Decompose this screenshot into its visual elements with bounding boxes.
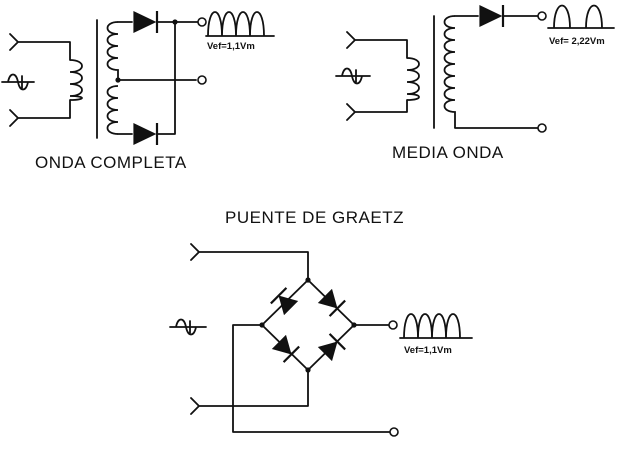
full-wave-formula: Vef=1,1Vm bbox=[207, 41, 255, 52]
input-arrow-top bbox=[190, 243, 309, 281]
input-arrow-top bbox=[9, 33, 71, 61]
input-arrow-top bbox=[346, 31, 408, 59]
bridge-diode-upper-right bbox=[317, 288, 346, 317]
bridge-waveform bbox=[399, 313, 473, 339]
bridge-diode-lower-right bbox=[317, 333, 346, 362]
secondary-coil bbox=[443, 15, 456, 128]
half-wave-title: MEDIA ONDA bbox=[392, 143, 504, 162]
diode bbox=[479, 5, 503, 27]
bridge-return-wire bbox=[232, 324, 391, 433]
junction-dot bbox=[259, 322, 265, 328]
full-wave-waveform bbox=[205, 11, 275, 37]
primary-coil bbox=[69, 59, 83, 101]
secondary-coil bbox=[106, 21, 119, 135]
bridge-title: PUENTE DE GRAETZ bbox=[225, 208, 404, 227]
input-arrow-bottom bbox=[190, 369, 309, 415]
primary-coil bbox=[406, 57, 420, 101]
diode-top bbox=[133, 11, 157, 33]
half-wave-circuit: Vef= 2,22Vm MEDIA ONDA bbox=[335, 4, 615, 162]
input-arrow-bottom bbox=[346, 99, 408, 121]
junction-dot bbox=[115, 77, 121, 83]
output-terminal-positive bbox=[537, 11, 547, 21]
bridge-diode-lower-left bbox=[271, 334, 300, 363]
output-terminal-negative bbox=[389, 427, 399, 437]
ac-source-icon bbox=[1, 73, 35, 91]
output-terminal-positive bbox=[388, 320, 398, 330]
junction-dot bbox=[172, 19, 178, 25]
junction-dot bbox=[305, 277, 311, 283]
full-wave-circuit: Vef=1,1Vm ONDA COMPLETA bbox=[1, 11, 275, 172]
bridge-circuit: PUENTE DE GRAETZ bbox=[169, 208, 473, 437]
ac-source-icon bbox=[169, 318, 207, 336]
input-arrow-bottom bbox=[9, 99, 71, 127]
ac-source-icon bbox=[335, 67, 371, 85]
full-wave-title: ONDA COMPLETA bbox=[35, 153, 187, 172]
half-wave-waveform bbox=[547, 4, 615, 29]
half-wave-formula: Vef= 2,22Vm bbox=[549, 36, 605, 47]
output-terminal-positive bbox=[197, 17, 207, 27]
diode-bottom bbox=[133, 123, 157, 145]
junction-dot bbox=[351, 322, 357, 328]
full-wave-wiring bbox=[117, 21, 199, 135]
junction-dot bbox=[305, 367, 311, 373]
bridge-diamond bbox=[261, 279, 355, 371]
output-terminal-negative bbox=[197, 75, 207, 85]
bridge-formula: Vef=1,1Vm bbox=[404, 345, 452, 356]
output-terminal-negative bbox=[537, 123, 547, 133]
half-wave-wiring bbox=[454, 15, 539, 129]
bridge-diode-upper-left bbox=[270, 287, 299, 316]
